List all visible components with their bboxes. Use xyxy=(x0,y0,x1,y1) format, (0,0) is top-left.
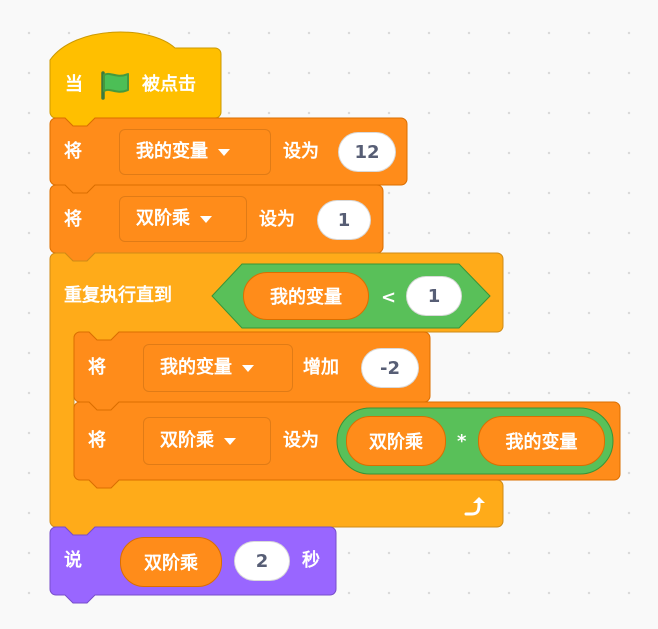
dropdown-caret-icon xyxy=(218,148,230,156)
dropdown-caret-icon xyxy=(200,215,212,223)
set2-action: 设为 xyxy=(259,209,295,230)
say-verb: 说 xyxy=(64,550,82,571)
change-verb: 将 xyxy=(88,357,106,378)
repeat-until-label: 重复执行直到 xyxy=(64,285,172,306)
hat-suffix: 被点击 xyxy=(142,74,196,95)
variable-dropdown[interactable]: 双阶乘 xyxy=(119,196,247,242)
number-input[interactable]: 12 xyxy=(338,132,396,172)
multiply-operator: * xyxy=(457,431,467,452)
number-input[interactable]: 2 xyxy=(234,541,290,581)
number-input[interactable]: 1 xyxy=(317,200,371,240)
number-input[interactable]: -2 xyxy=(361,348,419,388)
variable-reporter[interactable]: 我的变量 xyxy=(478,416,605,466)
variable-dropdown[interactable]: 我的变量 xyxy=(143,344,293,392)
say-unit: 秒 xyxy=(302,550,320,571)
number-input[interactable]: 1 xyxy=(406,276,462,316)
variable-reporter[interactable]: 我的变量 xyxy=(243,272,369,320)
set1-action: 设为 xyxy=(283,141,319,162)
variable-dropdown-label: 我的变量 xyxy=(136,141,208,162)
variable-dropdown-label: 双阶乘 xyxy=(136,208,190,229)
variable-reporter[interactable]: 双阶乘 xyxy=(346,416,446,466)
hat-prefix: 当 xyxy=(65,74,83,95)
variable-dropdown-label: 双阶乘 xyxy=(160,430,214,451)
set1-verb: 将 xyxy=(64,141,82,162)
set3-verb: 将 xyxy=(88,430,106,451)
variable-dropdown-label: 我的变量 xyxy=(160,357,232,378)
set2-verb: 将 xyxy=(64,209,82,230)
less-than-operator: < xyxy=(381,287,397,308)
change-action: 增加 xyxy=(303,357,339,378)
loop-arrow-icon xyxy=(464,497,485,516)
variable-reporter[interactable]: 双阶乘 xyxy=(120,537,222,587)
dropdown-caret-icon xyxy=(242,364,254,372)
variable-dropdown[interactable]: 双阶乘 xyxy=(143,417,271,465)
green-flag-icon xyxy=(101,71,129,100)
dropdown-caret-icon xyxy=(224,437,236,445)
set3-action: 设为 xyxy=(283,430,319,451)
variable-dropdown[interactable]: 我的变量 xyxy=(119,129,271,175)
